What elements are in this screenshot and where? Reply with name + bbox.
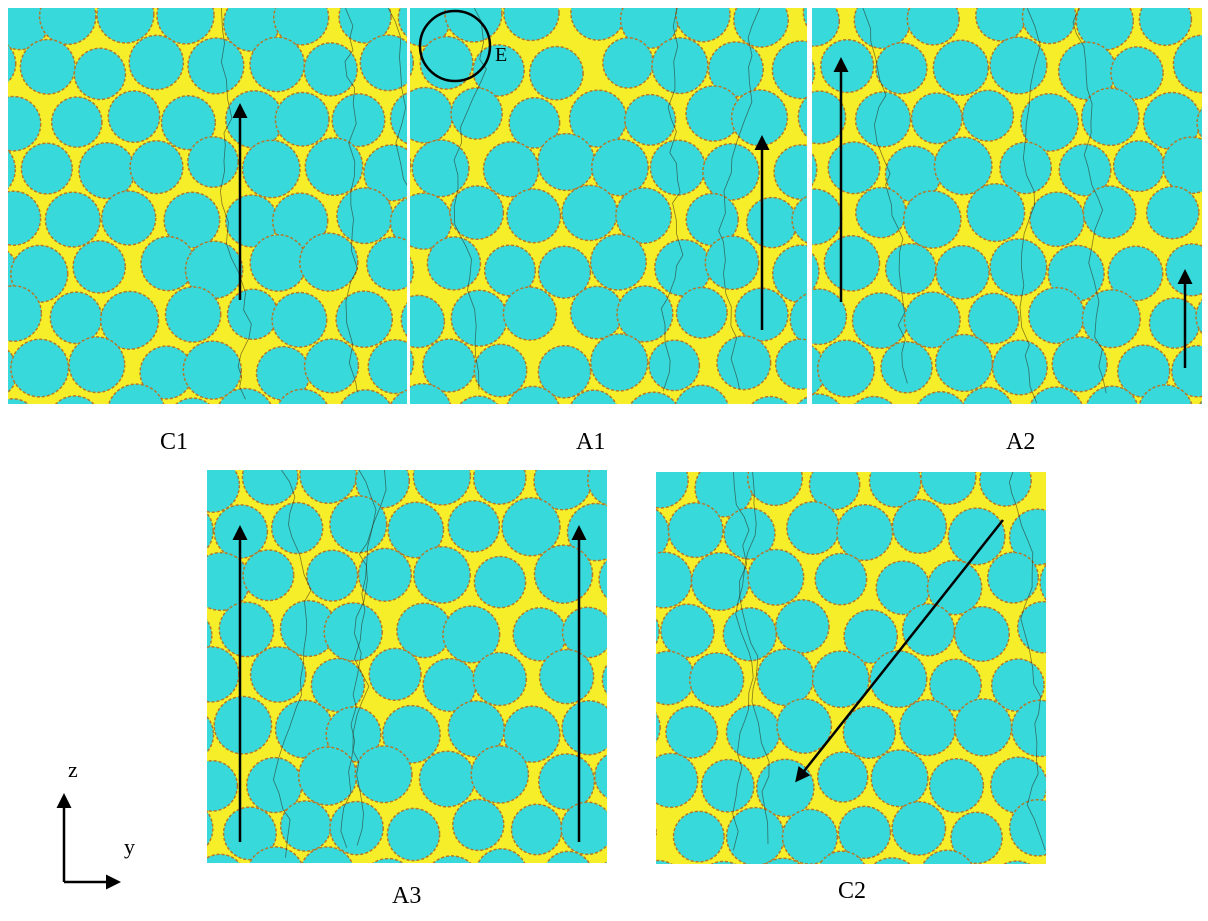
panel-label-c1: C1 <box>160 429 189 455</box>
callout-label-e: E <box>495 44 508 66</box>
panel-a3 <box>207 470 607 863</box>
panel-label-a2: A2 <box>1006 429 1036 455</box>
panel-label-a1: A1 <box>576 429 606 455</box>
panel-a1 <box>410 8 807 404</box>
panel-label-a3: A3 <box>392 883 422 909</box>
panel-c2-image <box>656 472 1046 864</box>
panel-c2 <box>656 472 1046 864</box>
panel-a2-image <box>812 8 1202 404</box>
panel-c1 <box>8 8 407 404</box>
panel-label-c2: C2 <box>838 878 867 904</box>
panel-a2 <box>812 8 1202 404</box>
axis-label-z: z <box>68 757 78 782</box>
panel-a3-image <box>207 470 607 863</box>
panel-a1-image <box>410 8 807 404</box>
axis-label-y: y <box>124 834 135 859</box>
panel-c1-image <box>8 8 407 404</box>
